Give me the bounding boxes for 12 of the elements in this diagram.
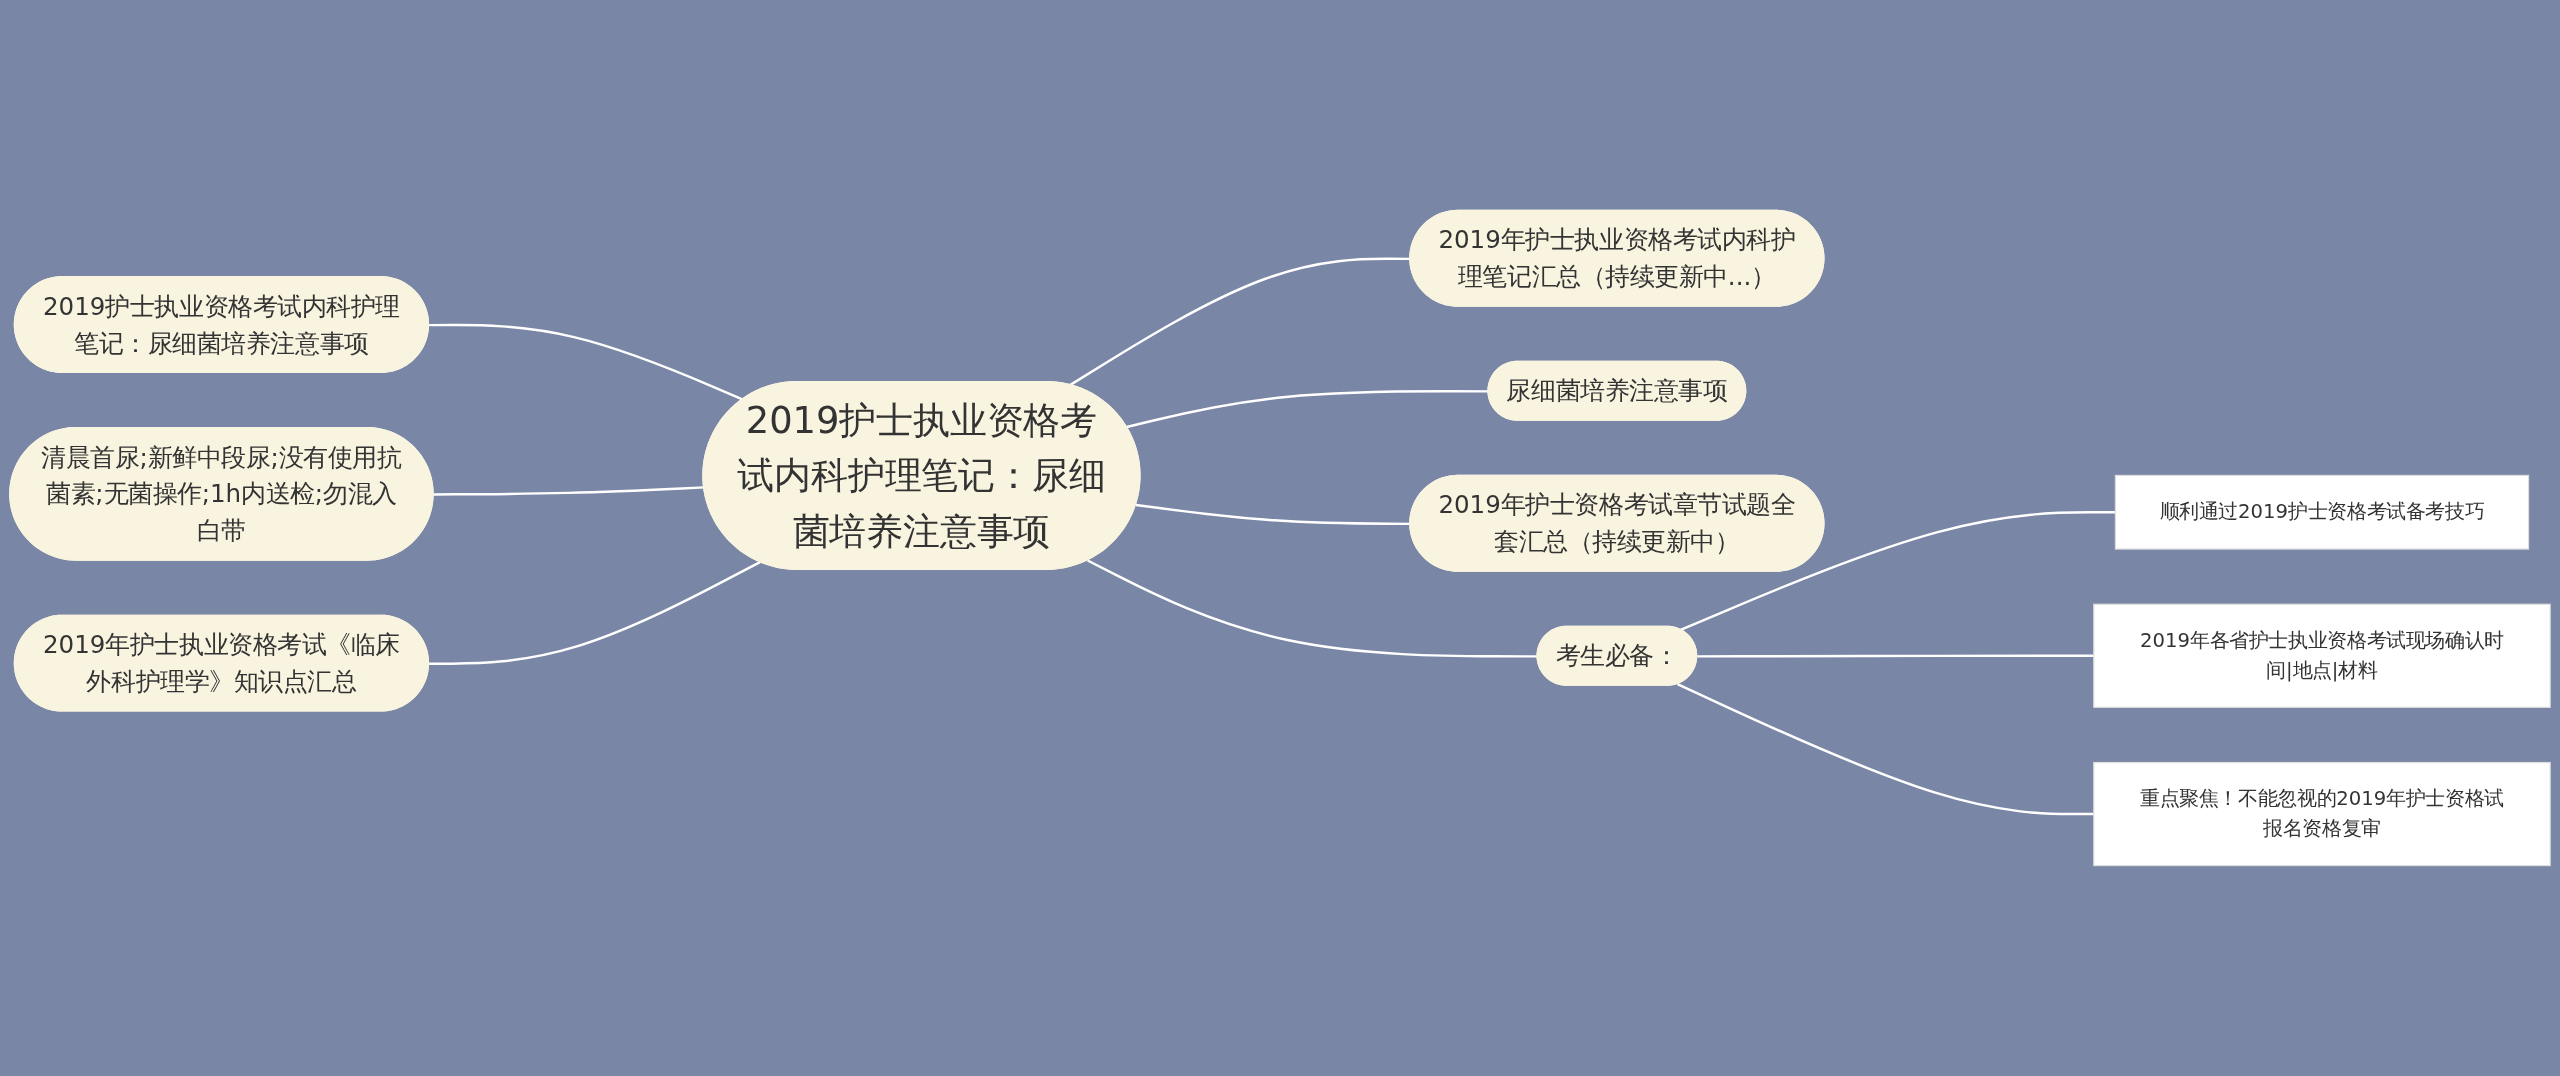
connector: [1680, 511, 2116, 631]
connector: [1676, 683, 2094, 816]
connector: [1135, 503, 1411, 526]
connector: [429, 561, 761, 665]
node-box: 顺利通过2019护士资格考试备考技巧: [2114, 474, 2530, 550]
connector: [1087, 559, 1538, 658]
connector: [1126, 390, 1489, 429]
connector: [1697, 654, 2094, 658]
node-box: 重点聚焦！不能忽视的2019年护士资格试报名资格复审: [2093, 761, 2551, 867]
connector: [1069, 257, 1411, 387]
connector: [429, 323, 744, 401]
node-box: 2019年各省护士执业资格考试现场确认时间|地点|材料: [2093, 603, 2551, 708]
